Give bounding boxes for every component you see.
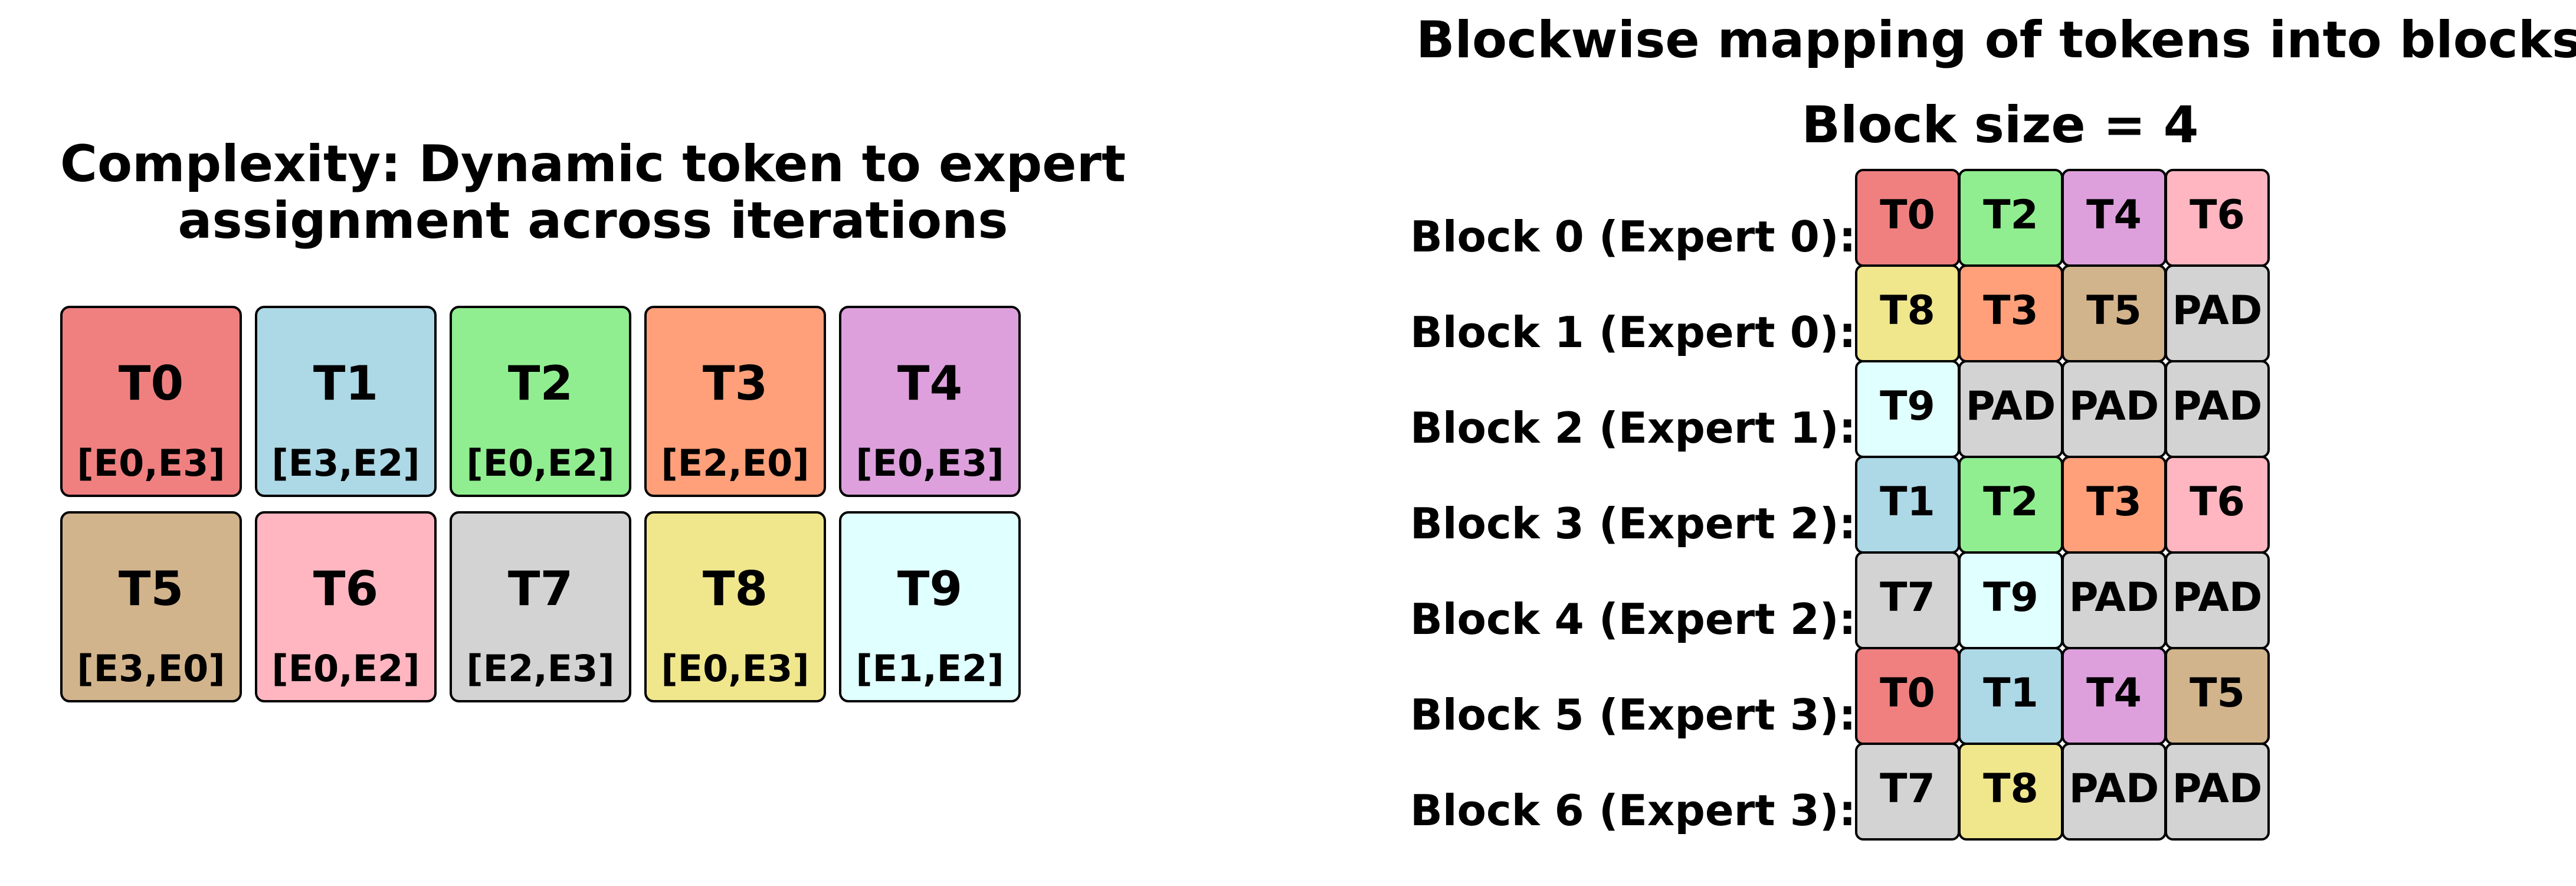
block-cell: T1 xyxy=(1855,456,1960,554)
token-card: T6 [E0,E2] xyxy=(255,511,437,702)
token-expert-assignment: [E0,E2] xyxy=(271,647,420,690)
block-label: Block 2 (Expert 1): xyxy=(1410,403,1856,453)
block-cell: T6 xyxy=(2165,169,2270,267)
token-name: T4 xyxy=(897,356,963,411)
token-name: T0 xyxy=(118,356,184,411)
block-cell: T8 xyxy=(1855,264,1960,362)
block-cell: PAD xyxy=(2062,551,2167,649)
block-cell: T2 xyxy=(1958,456,2063,554)
token-card: T8 [E0,E3] xyxy=(644,511,826,702)
token-expert-assignment: [E3,E0] xyxy=(77,647,225,690)
block-cell: T9 xyxy=(1958,551,2063,649)
left-title-line-2: assignment across iterations xyxy=(178,191,1008,250)
token-name: T2 xyxy=(507,356,573,411)
block-row: Block 5 (Expert 3): T0 T1 T4 T5 xyxy=(1410,647,2295,745)
block-label: Block 0 (Expert 0): xyxy=(1410,212,1856,261)
token-expert-assignment: [E0,E3] xyxy=(856,442,1004,485)
block-row: Block 3 (Expert 2): T1 T2 T3 T6 xyxy=(1410,456,2295,554)
token-expert-assignment: [E0,E2] xyxy=(466,442,615,485)
token-card: T2 [E0,E2] xyxy=(450,306,631,497)
block-cells: T7 T9 PAD PAD xyxy=(1855,551,2270,649)
token-card: T7 [E2,E3] xyxy=(450,511,631,702)
token-card: T4 [E0,E3] xyxy=(839,306,1021,497)
block-cell: T6 xyxy=(2165,456,2270,554)
block-cells: T0 T2 T4 T6 xyxy=(1855,169,2270,267)
block-label: Block 5 (Expert 3): xyxy=(1410,690,1856,740)
block-cell: T4 xyxy=(2062,647,2167,745)
token-name: T6 xyxy=(313,561,379,616)
block-label: Block 4 (Expert 2): xyxy=(1410,594,1856,644)
token-card: T5 [E3,E0] xyxy=(60,511,242,702)
block-cell: PAD xyxy=(2062,360,2167,458)
right-panel-title: Blockwise mapping of tokens into blocks xyxy=(1416,11,2576,70)
token-name: T9 xyxy=(897,561,963,616)
token-expert-assignment: [E2,E3] xyxy=(466,647,615,690)
block-cell: T7 xyxy=(1855,743,1960,841)
block-row: Block 2 (Expert 1): T9 PAD PAD PAD xyxy=(1410,360,2295,458)
block-label: Block 3 (Expert 2): xyxy=(1410,499,1856,548)
block-cell: T5 xyxy=(2165,647,2270,745)
token-card: T3 [E2,E0] xyxy=(644,306,826,497)
token-expert-assignment: [E2,E0] xyxy=(661,442,809,485)
block-size-label: Block size = 4 xyxy=(1801,96,2199,155)
block-label: Block 1 (Expert 0): xyxy=(1410,308,1856,357)
block-cell: T4 xyxy=(2062,169,2167,267)
token-name: T8 xyxy=(702,561,768,616)
block-cells: T8 T3 T5 PAD xyxy=(1855,264,2270,362)
block-cell: T1 xyxy=(1958,647,2063,745)
block-cell: T3 xyxy=(1958,264,2063,362)
token-card: T9 [E1,E2] xyxy=(839,511,1021,702)
block-row: Block 0 (Expert 0): T0 T2 T4 T6 xyxy=(1410,169,2295,267)
token-expert-assignment: [E1,E2] xyxy=(856,647,1004,690)
block-cell: PAD xyxy=(1958,360,2063,458)
block-cell: PAD xyxy=(2062,743,2167,841)
left-title-line-1: Complexity: Dynamic token to expert xyxy=(60,135,1126,194)
block-row: Block 6 (Expert 3): T7 T8 PAD PAD xyxy=(1410,743,2295,841)
block-cells: T0 T1 T4 T5 xyxy=(1855,647,2270,745)
block-row: Block 1 (Expert 0): T8 T3 T5 PAD xyxy=(1410,264,2295,362)
block-cell: T8 xyxy=(1958,743,2063,841)
block-cell: T2 xyxy=(1958,169,2063,267)
left-panel-title: Complexity: Dynamic token to expert assi… xyxy=(35,136,1151,249)
block-cells: T1 T2 T3 T6 xyxy=(1855,456,2270,554)
token-card: T0 [E0,E3] xyxy=(60,306,242,497)
token-name: T5 xyxy=(118,561,184,616)
block-cell: T5 xyxy=(2062,264,2167,362)
block-cell: T0 xyxy=(1855,647,1960,745)
block-cell: PAD xyxy=(2165,743,2270,841)
block-cell: T7 xyxy=(1855,551,1960,649)
block-cell: T9 xyxy=(1855,360,1960,458)
block-label: Block 6 (Expert 3): xyxy=(1410,786,1856,835)
token-name: T3 xyxy=(702,356,768,411)
token-expert-assignment: [E3,E2] xyxy=(271,442,420,485)
token-name: T1 xyxy=(313,356,379,411)
block-cells: T7 T8 PAD PAD xyxy=(1855,743,2270,841)
block-cell: T3 xyxy=(2062,456,2167,554)
block-cell: PAD xyxy=(2165,264,2270,362)
token-expert-assignment: [E0,E3] xyxy=(77,442,225,485)
token-card: T1 [E3,E2] xyxy=(255,306,437,497)
token-grid: T0 [E0,E3] T1 [E3,E2] T2 [E0,E2] T3 [E2,… xyxy=(60,306,1021,702)
token-expert-assignment: [E0,E3] xyxy=(661,647,809,690)
block-cell: PAD xyxy=(2165,551,2270,649)
block-mapping: Block 0 (Expert 0): T0 T2 T4 T6 Block 1 … xyxy=(1410,169,2295,841)
block-cells: T9 PAD PAD PAD xyxy=(1855,360,2270,458)
block-row: Block 4 (Expert 2): T7 T9 PAD PAD xyxy=(1410,551,2295,649)
token-name: T7 xyxy=(507,561,573,616)
block-cell: PAD xyxy=(2165,360,2270,458)
block-cell: T0 xyxy=(1855,169,1960,267)
